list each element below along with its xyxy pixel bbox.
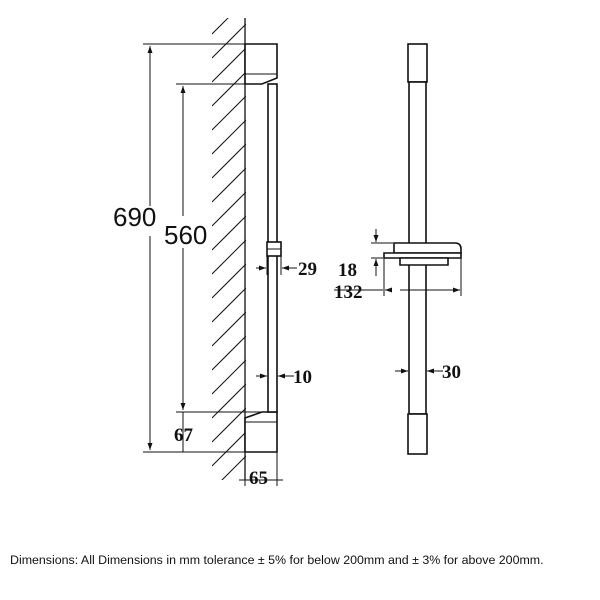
hatch-line [212,71,246,107]
hatch-line [212,504,246,538]
dimension-65: 65 [239,452,283,489]
dimension-30: 30 [395,362,461,383]
dimension-132: 132 [334,258,462,303]
technical-drawing: 690 560 67 65 29 [113,18,462,538]
hatch-line [212,23,246,59]
wall-hatching [212,18,246,538]
hatch-line [212,191,246,227]
dim-label-560: 560 [164,220,207,250]
dim-label-10: 10 [293,367,312,388]
top-cap-front [407,43,428,83]
hatch-line [212,311,246,347]
hatch-line [212,95,246,131]
dimension-10: 10 [256,367,312,388]
hatch-line [212,287,246,323]
dimension-29: 29 [256,256,317,280]
hatch-line [212,263,246,299]
hatch-line [212,359,246,395]
dimension-18: 18 [338,229,393,281]
hatch-line [212,47,246,83]
holder-front [393,242,462,254]
hatch-line [212,431,246,467]
hatch-line [212,215,246,251]
front-view: 18 132 30 [334,43,462,455]
dim-label-18: 18 [338,260,357,281]
hatch-line [245,479,246,480]
hatch-line [212,18,229,35]
dimensions-footnote: Dimensions: All Dimensions in mm toleran… [10,553,544,567]
hatch-line [212,143,246,179]
hatch-line [212,239,246,275]
hatch-line [221,455,246,480]
dim-label-65: 65 [249,468,268,489]
hatch-line [212,119,246,155]
side-view: 690 560 67 65 29 [113,18,317,538]
bottom-bracket [244,411,278,453]
dim-label-29: 29 [298,259,317,280]
hatch-line [212,167,246,203]
dim-label-132: 132 [334,282,363,303]
dim-label-690: 690 [113,202,156,232]
hatch-line [212,407,246,443]
dimension-560: 560 [164,83,262,413]
top-bracket [244,43,278,85]
dimension-690: 690 [113,43,262,453]
dim-label-67: 67 [174,425,194,446]
hatch-line [212,335,246,371]
bottom-cap-front [407,413,428,455]
dimension-67: 67 [174,412,200,453]
dim-label-30: 30 [442,362,461,383]
